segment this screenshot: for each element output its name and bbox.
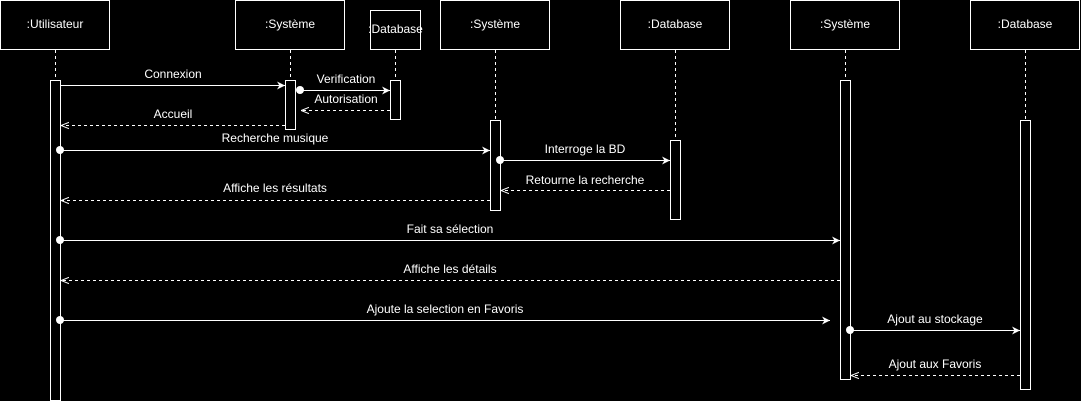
message-ajout-favoris: Ajout aux Favoris	[851, 357, 1020, 376]
participant-systeme-2: :Système	[440, 0, 550, 50]
message-connexion: Connexion	[61, 67, 285, 90]
participant-label: :Système	[265, 17, 315, 31]
participant-box	[370, 10, 421, 50]
message-accueil: Accueil	[61, 107, 285, 126]
message-retourne-recherche: Retourne la recherche	[501, 173, 670, 191]
message-affiche-details: Affiche les détails	[61, 262, 840, 281]
participant-database-2: :Database	[620, 0, 730, 50]
message-label: Fait sa sélection	[407, 222, 494, 236]
message-label: Connexion	[144, 67, 201, 81]
participant-systeme-3: :Système	[790, 0, 900, 50]
activation-systeme-3	[840, 80, 851, 380]
participant-label: :Database	[648, 17, 703, 31]
activation-systeme-1	[285, 80, 296, 130]
participant-utilisateur: :Utilisateur	[0, 0, 110, 50]
message-label: Ajout aux Favoris	[889, 357, 982, 371]
message-ajout-stockage: Ajout au stockage	[846, 312, 1020, 335]
message-label: Ajoute la selection en Favoris	[367, 302, 524, 316]
participant-database-3: :Database	[970, 0, 1080, 50]
participant-label: :Utilisateur	[27, 17, 84, 31]
activation-database-3	[1020, 120, 1031, 390]
participant-box	[0, 0, 110, 50]
participant-box	[790, 0, 900, 50]
message-recherche-musique: Recherche musique	[56, 131, 490, 155]
activations	[50, 80, 1031, 401]
activation-database-2	[670, 140, 681, 220]
participant-label: :Système	[820, 17, 870, 31]
message-label: Affiche les détails	[403, 262, 496, 276]
message-autorisation: Autorisation	[301, 92, 390, 111]
message-label: Interroge la BD	[545, 142, 626, 156]
message-label: Ajout au stockage	[887, 312, 983, 326]
participant-label: :Système	[470, 17, 520, 31]
message-affiche-resultats: Affiche les résultats	[61, 181, 490, 201]
participant-box	[440, 0, 550, 50]
participant-label: :Database	[368, 22, 423, 36]
lifelines	[55, 50, 1026, 140]
participant-database-1: :Database	[368, 10, 423, 50]
participant-box	[970, 0, 1080, 50]
message-fait-selection: Fait sa sélection	[56, 222, 840, 245]
participant-systeme-1: :Système	[235, 0, 345, 50]
message-label: Accueil	[154, 107, 193, 121]
message-interroge-bd: Interroge la BD	[496, 142, 670, 165]
message-label: Retourne la recherche	[526, 173, 645, 187]
activation-database-1	[390, 80, 401, 120]
message-label: Autorisation	[314, 92, 377, 106]
participant-box	[620, 0, 730, 50]
message-label: Affiche les résultats	[223, 181, 327, 195]
message-verification: Verification	[296, 72, 390, 95]
message-label: Recherche musique	[222, 131, 329, 145]
activation-systeme-2	[490, 120, 501, 211]
message-ajoute-favoris: Ajoute la selection en Favoris	[56, 302, 830, 325]
participant-box	[235, 0, 345, 50]
participant-label: :Database	[998, 17, 1053, 31]
message-label: Verification	[317, 72, 376, 86]
